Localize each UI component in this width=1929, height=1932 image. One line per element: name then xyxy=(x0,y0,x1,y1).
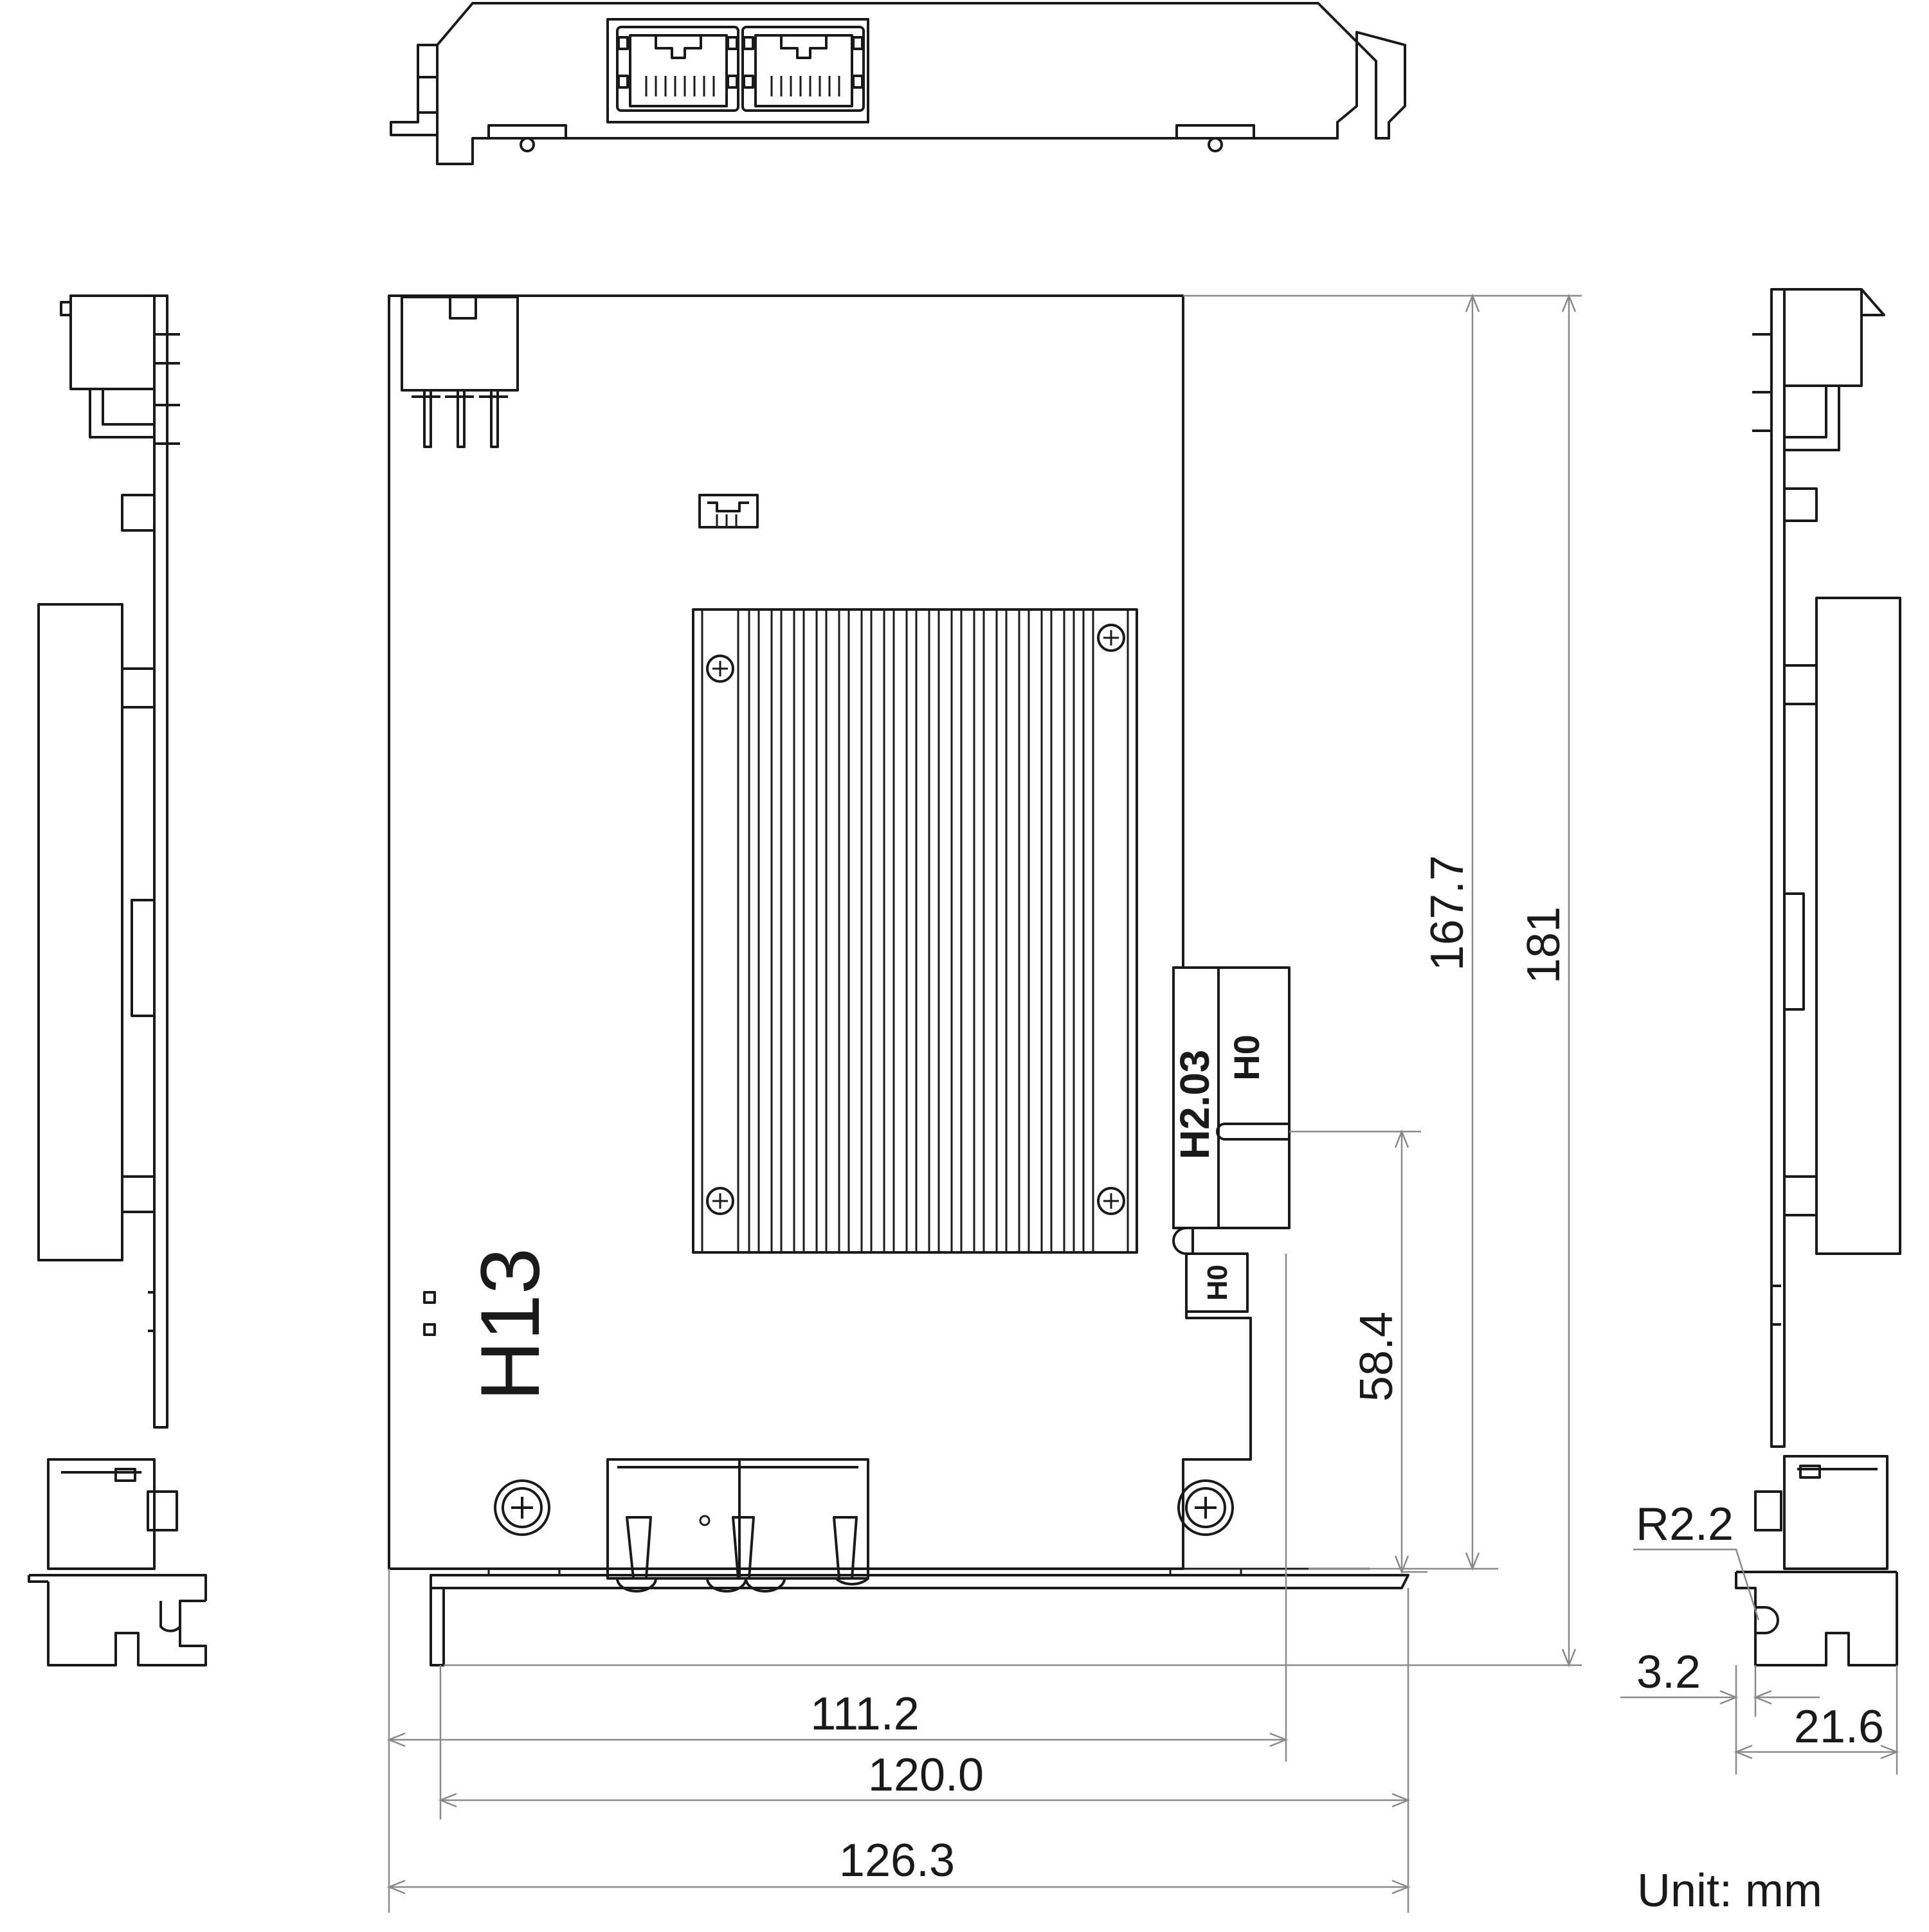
mounting-hole-icon xyxy=(1177,1479,1234,1536)
dim-notch-radius: R2.2 xyxy=(1636,1499,1734,1550)
dim-height-board: 167.7 xyxy=(1422,855,1473,971)
screw-icon xyxy=(1097,624,1125,652)
connector-mark-b: H0 xyxy=(1226,1034,1267,1081)
dim-connector-offset: 58.4 xyxy=(1351,1312,1402,1402)
unit-label: Unit: mm xyxy=(1637,1865,1822,1917)
connector-mark-c: H0 xyxy=(1202,1265,1233,1301)
top-view xyxy=(390,2,1406,165)
connector-mark-a: H2.03 xyxy=(1172,1050,1218,1160)
dim-bracket-depth: 21.6 xyxy=(1794,1701,1884,1753)
left-side-view xyxy=(28,294,207,1666)
right-side-view xyxy=(1735,288,1901,1666)
fan-header-icon xyxy=(698,494,759,528)
dim-width-total: 126.3 xyxy=(839,1835,955,1886)
dim-width-board: 111.2 xyxy=(810,1688,919,1740)
edge-connector xyxy=(1172,966,1291,1313)
rj45-port-right-icon xyxy=(741,26,865,112)
heatsink xyxy=(692,608,1138,1254)
dim-bracket-tab: 3.2 xyxy=(1636,1647,1701,1698)
power-connector-icon xyxy=(401,296,519,448)
board-id-label: H13 xyxy=(463,1248,557,1401)
screw-icon xyxy=(706,655,734,683)
rj45-housing-front xyxy=(606,1458,869,1593)
screw-icon xyxy=(706,1187,734,1215)
dim-height-total: 181 xyxy=(1518,907,1570,984)
screw-icon xyxy=(1097,1187,1125,1215)
dimension-lines xyxy=(386,293,1899,1913)
front-view: H2.03 H0 H0 H13 xyxy=(388,294,1409,1666)
rj45-port-left-icon xyxy=(616,26,739,112)
mounting-hole-icon xyxy=(494,1479,550,1536)
dim-width-bracket: 120.0 xyxy=(868,1749,984,1801)
